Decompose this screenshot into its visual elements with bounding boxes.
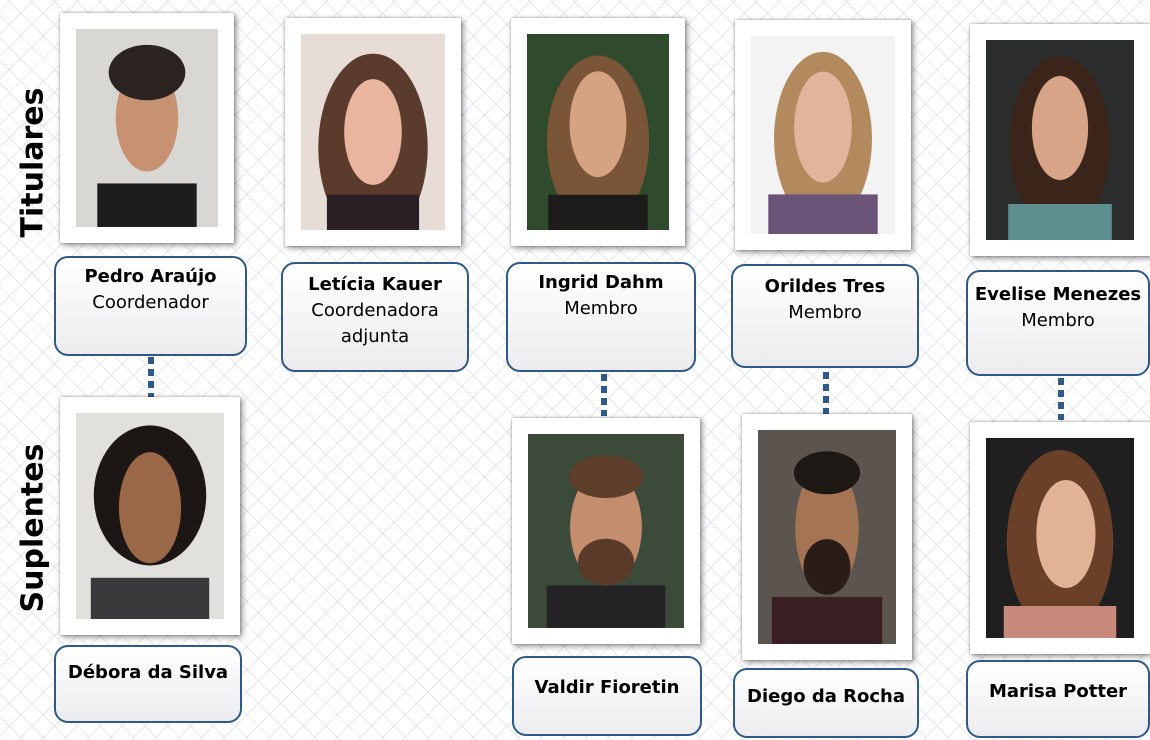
photo-debora-da-silva: [60, 397, 240, 635]
role-ingrid-dahm: Membro: [564, 298, 638, 319]
name-debora-da-silva: Débora da Silva: [67, 662, 229, 683]
titulares-label: Titulares: [15, 87, 51, 238]
name-marisa-potter: Marisa Potter: [988, 681, 1128, 702]
name-box-leticia-kauer: Letícia Kauer Coordenadora adjunta: [281, 262, 469, 372]
role-leticia-kauer: Coordenadora adjunta: [311, 300, 439, 347]
name-leticia-kauer: Letícia Kauer: [308, 274, 442, 295]
name-orildes-tres: Orildes Tres: [764, 276, 886, 297]
name-ingrid-dahm: Ingrid Dahm: [538, 272, 664, 293]
photo-leticia-kauer: [285, 18, 461, 246]
photo-valdir-fioretin: [512, 418, 700, 644]
name-box-valdir-fioretin: Valdir Fioretin: [512, 656, 702, 736]
name-pedro-araujo: Pedro Araújo: [84, 266, 217, 287]
photo-evelise-menezes: [970, 24, 1150, 256]
role-orildes-tres: Membro: [788, 302, 862, 323]
photo-marisa-potter: [970, 422, 1150, 654]
connector-pedro: [148, 357, 154, 397]
photo-pedro-araujo: [60, 13, 234, 243]
photo-ingrid-dahm: [511, 18, 685, 246]
name-valdir-fioretin: Valdir Fioretin: [534, 677, 680, 698]
name-box-evelise-menezes: Evelise Menezes Membro: [966, 270, 1150, 376]
connector-orildes: [823, 372, 829, 414]
name-box-orildes-tres: Orildes Tres Membro: [731, 264, 919, 368]
name-box-debora-da-silva: Débora da Silva: [54, 645, 242, 723]
photo-diego-da-rocha: [742, 414, 912, 660]
name-evelise-menezes: Evelise Menezes: [974, 284, 1142, 305]
connector-ingrid: [601, 374, 607, 416]
role-evelise-menezes: Membro: [1021, 310, 1095, 331]
photo-orildes-tres: [735, 20, 911, 250]
name-box-diego-da-rocha: Diego da Rocha: [733, 668, 919, 738]
suplentes-label: Suplentes: [15, 443, 51, 613]
role-pedro-araujo: Coordenador: [92, 292, 209, 313]
name-box-ingrid-dahm: Ingrid Dahm Membro: [506, 262, 696, 372]
name-box-marisa-potter: Marisa Potter: [966, 660, 1150, 738]
name-box-pedro-araujo: Pedro Araújo Coordenador: [54, 256, 247, 356]
name-diego-da-rocha: Diego da Rocha: [747, 686, 905, 707]
connector-evelise: [1058, 378, 1064, 420]
